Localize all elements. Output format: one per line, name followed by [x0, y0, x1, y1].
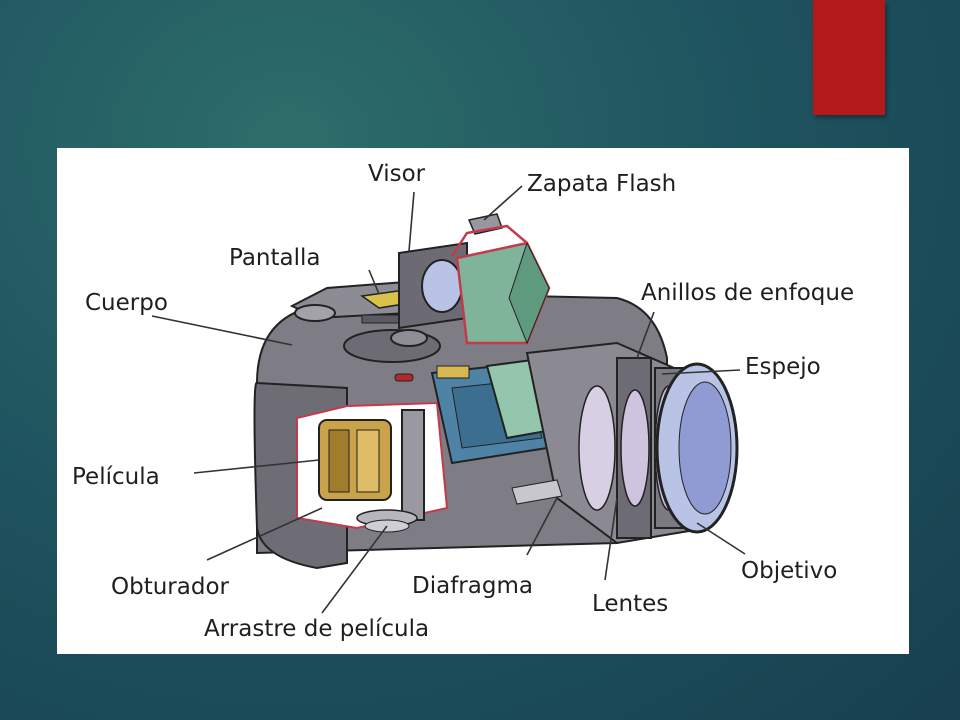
label-anillos-enfoque: Anillos de enfoque	[641, 280, 854, 306]
label-lentes: Lentes	[592, 591, 668, 617]
label-diafragma: Diafragma	[412, 573, 533, 599]
mirror-prism	[398, 213, 554, 465]
label-obturador: Obturador	[111, 574, 230, 600]
camera-illustration: Visor Zapata Flash Pantalla Cuerpo Anill…	[72, 161, 854, 642]
label-espejo: Espejo	[745, 354, 821, 380]
camera-diagram: Visor Zapata Flash Pantalla Cuerpo Anill…	[57, 148, 909, 654]
label-cuerpo: Cuerpo	[85, 290, 168, 316]
leader-lines	[151, 185, 746, 614]
label-zapata-flash: Zapata Flash	[527, 171, 676, 197]
label-objetivo: Objetivo	[741, 558, 837, 584]
label-pelicula: Película	[72, 464, 160, 490]
label-pantalla: Pantalla	[229, 245, 321, 271]
lens-assembly	[511, 341, 739, 545]
label-visor: Visor	[368, 161, 426, 187]
film-chamber	[296, 401, 449, 533]
accent-bar	[813, 0, 885, 115]
label-arrastre-pelicula: Arrastre de película	[204, 616, 429, 642]
